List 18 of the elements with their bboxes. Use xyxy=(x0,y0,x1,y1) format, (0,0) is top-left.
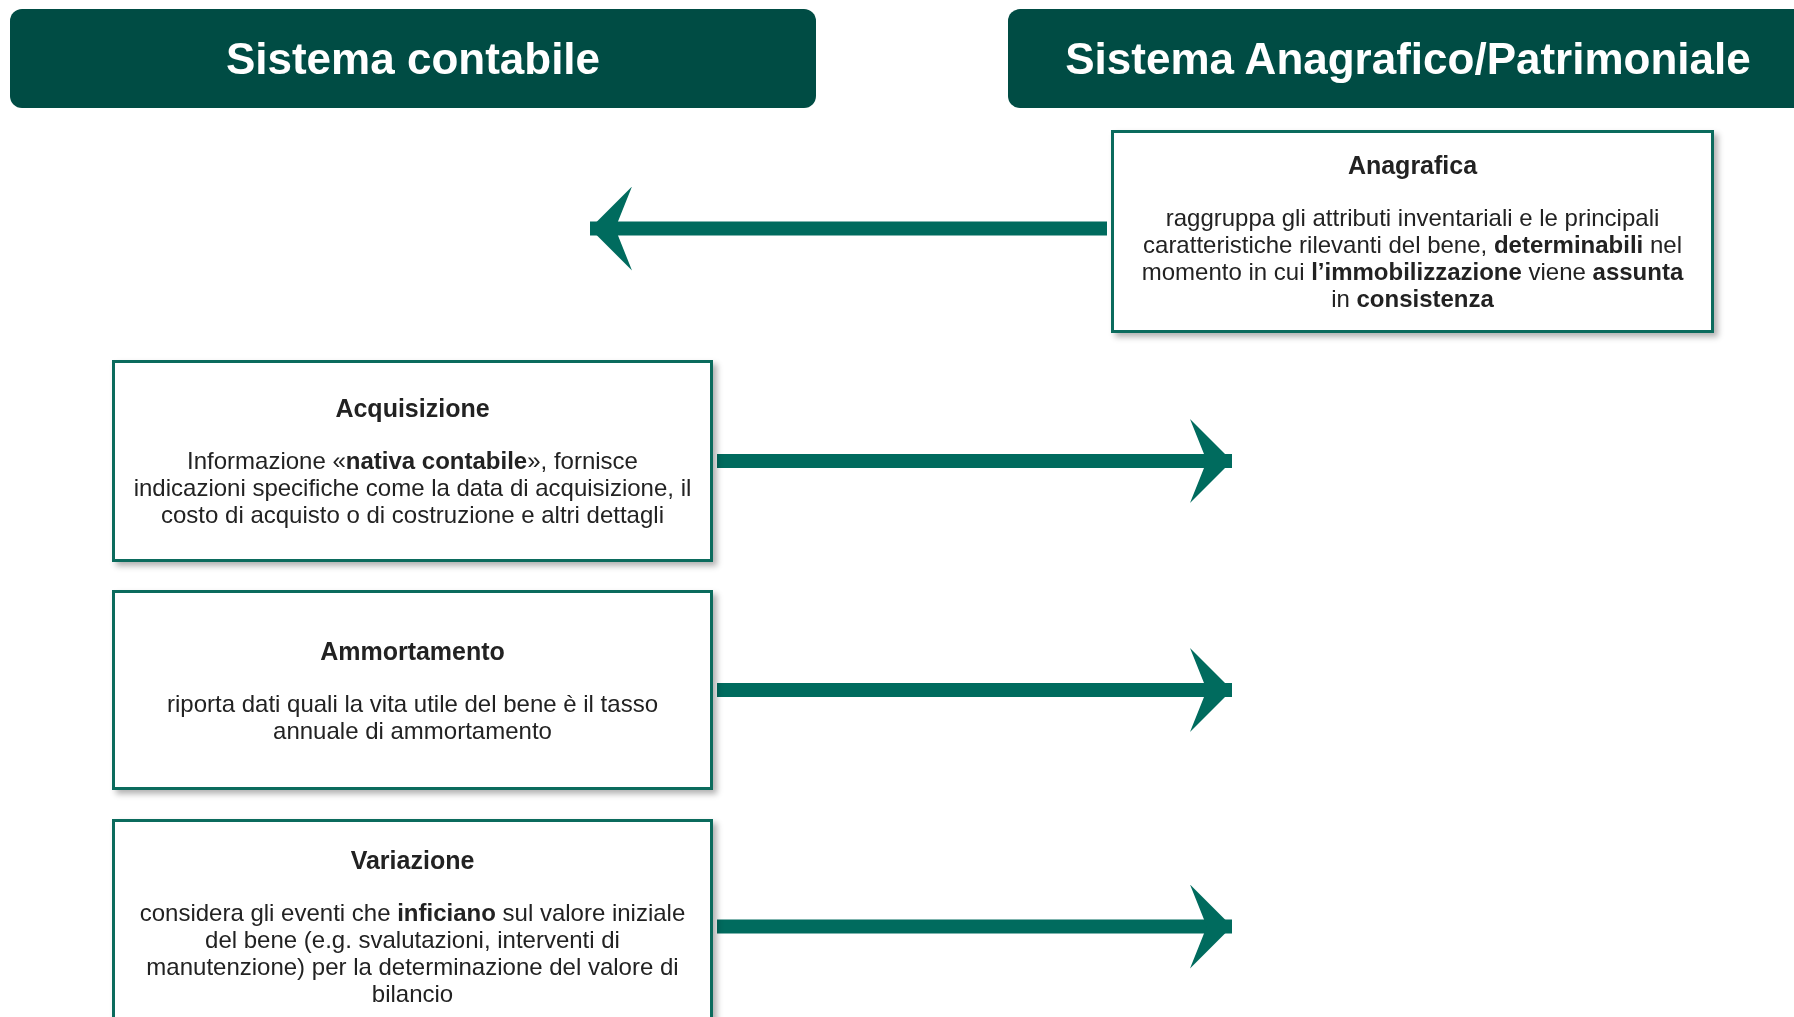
arrow xyxy=(590,186,1107,271)
card-description: raggruppa gli attributi inventariali e le principali caratteristiche rilevanti del bene, determinabili nel momento in cui l’immobilizzazione viene assunta in consistenza xyxy=(1140,204,1685,312)
card-description: considera gli eventi che inficiano sul valore iniziale del bene (e.g. svalutazioni, interventi di manutenzione) per la determinazione del valore di bilancio xyxy=(138,899,687,1007)
card-title: Anagrafica xyxy=(1347,151,1478,180)
info-card xyxy=(1111,130,1714,333)
card-title: Variazione xyxy=(350,846,475,875)
column-header: Sistema Anagrafico/Patrimoniale xyxy=(1008,9,1794,108)
card-title: Ammortamento xyxy=(320,636,505,666)
arrow xyxy=(717,419,1232,503)
info-card xyxy=(112,360,713,562)
card-description: Informazione «nativa contabile», fornisce indicazioni specifiche come la data di acquisizione, il costo di acquisto o di costruzione e altri dettagli xyxy=(133,447,692,528)
card-title: Acquisizione xyxy=(335,394,490,423)
arrow xyxy=(717,648,1232,732)
info-card xyxy=(112,819,713,1017)
info-card xyxy=(112,590,713,790)
column-header: Sistema contabile xyxy=(10,9,816,108)
card-description: riporta dati quali la vita utile del bene è il tasso annuale di ammortamento xyxy=(166,689,659,744)
arrow xyxy=(717,884,1232,969)
